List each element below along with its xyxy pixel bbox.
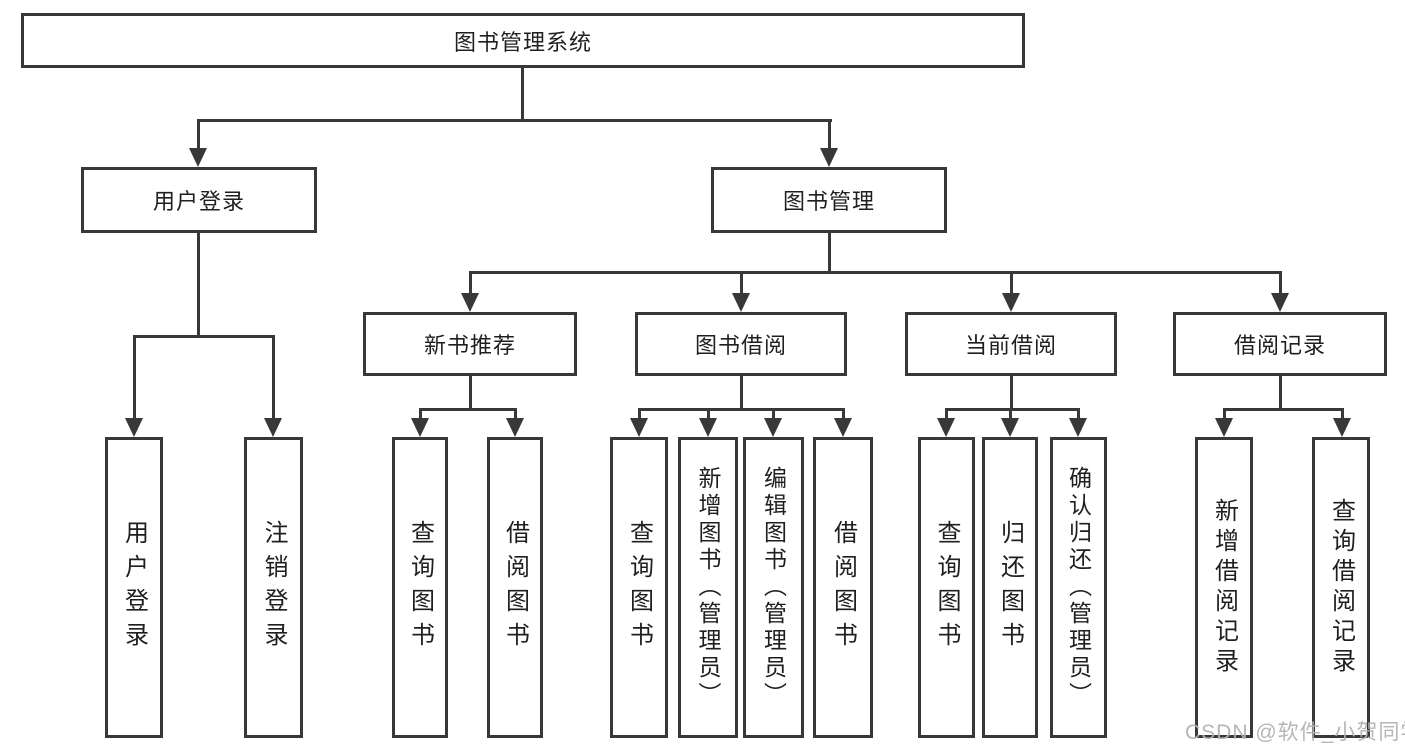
connector-arrow-stem: [707, 408, 710, 420]
node-user-login-leaf: 用户登录: [105, 437, 163, 738]
node-query-book-current: 查询图书: [918, 437, 975, 738]
arrow-down-icon: [461, 293, 479, 312]
connector-arrow-stem: [772, 408, 775, 420]
node-label: 借阅记录: [1233, 333, 1326, 358]
connector-arrow-stem: [197, 119, 200, 149]
node-label: 图书管理: [782, 189, 875, 214]
connector-arrow-stem: [945, 408, 948, 420]
node-label: 编辑图书（管理员）: [760, 466, 787, 709]
connector-userlogin-stem: [197, 233, 200, 337]
connector-arrow-stem: [842, 408, 845, 420]
node-label: 新书推荐: [423, 333, 516, 358]
connector-userlogin-split: [133, 335, 275, 338]
node-query-book-recommend: 查询图书: [392, 437, 448, 738]
arrow-down-icon: [411, 418, 429, 437]
node-label: 归还图书: [996, 519, 1024, 656]
connector-borrowrecord-split: [1223, 408, 1343, 411]
node-label: 借阅图书: [829, 519, 857, 656]
arrow-down-icon: [820, 148, 838, 167]
connector-arrow-stem: [1077, 408, 1080, 420]
node-label: 新增图书（管理员）: [695, 466, 721, 709]
csdn-watermark: CSDN @软件_小贺同学: [1185, 721, 1405, 744]
connector-arrow-stem: [1341, 408, 1344, 420]
arrow-down-icon: [125, 418, 143, 437]
connector-arrow-stem: [514, 408, 517, 420]
arrow-down-icon: [630, 418, 648, 437]
node-label: 查询图书: [406, 519, 434, 656]
node-label: 查询图书: [933, 519, 960, 656]
node-query-borrow-record: 查询借阅记录: [1312, 437, 1370, 738]
connector-root-stem: [521, 68, 524, 120]
node-borrow-book: 借阅图书: [813, 437, 873, 738]
node-query-book-borrow: 查询图书: [610, 437, 668, 738]
node-book-borrow: 图书借阅: [635, 312, 847, 376]
connector-arrow-stem: [469, 271, 472, 294]
node-label: 当前借阅: [964, 333, 1057, 358]
connector-bookmgmt-stem: [828, 233, 831, 273]
connector-arrow-stem: [272, 335, 275, 419]
connector-arrow-stem: [740, 271, 743, 294]
arrow-down-icon: [764, 418, 782, 437]
node-label: 用户登录: [152, 189, 245, 214]
connector-arrow-stem: [1010, 271, 1013, 294]
connector-bookborrow-stem: [740, 376, 743, 410]
arrow-down-icon: [1069, 418, 1087, 437]
arrow-down-icon: [1333, 418, 1351, 437]
node-new-book-recommend: 新书推荐: [363, 312, 577, 376]
arrow-down-icon: [937, 418, 955, 437]
arrow-down-icon: [834, 418, 852, 437]
arrow-down-icon: [506, 418, 524, 437]
node-label: 确认归还（管理员）: [1065, 466, 1092, 709]
connector-arrow-stem: [1009, 408, 1012, 420]
node-label: 查询图书: [625, 519, 653, 656]
node-confirm-return-admin: 确认归还（管理员）: [1050, 437, 1107, 738]
node-label: 图书借阅: [694, 333, 787, 358]
node-edit-book-admin: 编辑图书（管理员）: [743, 437, 804, 738]
node-label: 新增借阅记录: [1210, 497, 1238, 678]
node-label: 注销登录: [260, 519, 287, 656]
arrow-down-icon: [1002, 293, 1020, 312]
connector-arrow-stem: [1223, 408, 1226, 420]
node-logout: 注销登录: [244, 437, 303, 738]
connector-arrow-stem: [419, 408, 422, 420]
connector-arrow-stem: [638, 408, 641, 420]
node-root-library-system: 图书管理系统: [21, 13, 1025, 68]
connector-arrow-stem: [133, 335, 136, 419]
node-book-management: 图书管理: [711, 167, 947, 233]
arrow-down-icon: [1271, 293, 1289, 312]
connector-newbook-split: [419, 408, 517, 411]
arrow-down-icon: [1001, 418, 1019, 437]
node-label: 用户登录: [120, 519, 148, 656]
connector-currentborrow-stem: [1010, 376, 1013, 410]
arrow-down-icon: [1215, 418, 1233, 437]
node-borrow-book-recommend: 借阅图书: [487, 437, 543, 738]
node-add-book-admin: 新增图书（管理员）: [678, 437, 738, 738]
node-add-borrow-record: 新增借阅记录: [1195, 437, 1253, 738]
node-borrow-record: 借阅记录: [1173, 312, 1387, 376]
node-current-borrow: 当前借阅: [905, 312, 1117, 376]
node-user-login: 用户登录: [81, 167, 317, 233]
node-label: 借阅图书: [501, 519, 529, 656]
arrow-down-icon: [264, 418, 282, 437]
connector-newbook-stem: [469, 376, 472, 410]
connector-bookmgmt-split: [469, 271, 1282, 274]
connector-bookborrow-split: [638, 408, 844, 411]
connector-root-split: [197, 119, 832, 122]
arrow-down-icon: [189, 148, 207, 167]
connector-borrowrecord-stem: [1279, 376, 1282, 410]
connector-arrow-stem: [1279, 271, 1282, 294]
arrow-down-icon: [699, 418, 717, 437]
node-label: 图书管理系统: [453, 29, 592, 55]
node-return-book: 归还图书: [982, 437, 1038, 738]
connector-arrow-stem: [828, 119, 831, 149]
arrow-down-icon: [732, 293, 750, 312]
node-label: 查询借阅记录: [1327, 497, 1355, 678]
